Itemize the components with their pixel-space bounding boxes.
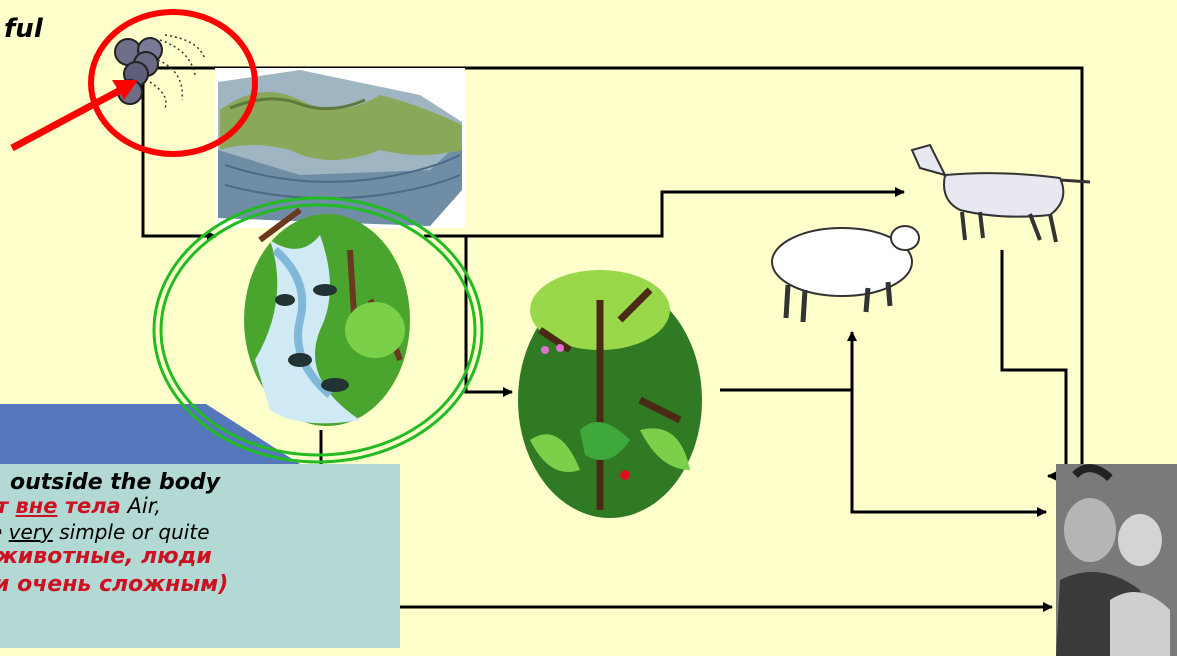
partial-title-text: ful xyxy=(4,14,43,44)
callout-line-3a: e xyxy=(0,520,9,544)
rock-icon xyxy=(115,35,205,108)
callout-line-2c: тела xyxy=(58,494,121,518)
callout-line-4: животные, люди xyxy=(0,544,212,569)
forest-icon xyxy=(518,270,702,518)
people-photo xyxy=(1056,464,1177,656)
callout-line-2d: Air, xyxy=(121,494,161,518)
callout-line-3b: very xyxy=(9,520,53,544)
callout-line-2: т вне тела Air, xyxy=(0,494,161,518)
line-goat-to-people xyxy=(1002,250,1066,476)
callout-header xyxy=(0,404,300,464)
stream-icon xyxy=(244,210,410,426)
callout-box: , outside the body т вне тела Air, e ver… xyxy=(0,464,400,648)
callout-line-1: , outside the body xyxy=(0,470,220,495)
goat-icon xyxy=(912,145,1090,242)
callout-line-5: и очень сложным) xyxy=(0,572,228,597)
red-pointer-arrow xyxy=(12,86,128,148)
arrow-forest-to-sheep xyxy=(720,332,852,390)
callout-line-3: e very simple or quite xyxy=(0,520,210,544)
sheep-icon xyxy=(772,226,919,322)
callout-line-2b: вне xyxy=(15,494,57,518)
callout-line-3c: simple or quite xyxy=(53,520,210,544)
arrow-to-people xyxy=(852,390,1046,512)
callout-line-2a: т xyxy=(0,494,15,518)
